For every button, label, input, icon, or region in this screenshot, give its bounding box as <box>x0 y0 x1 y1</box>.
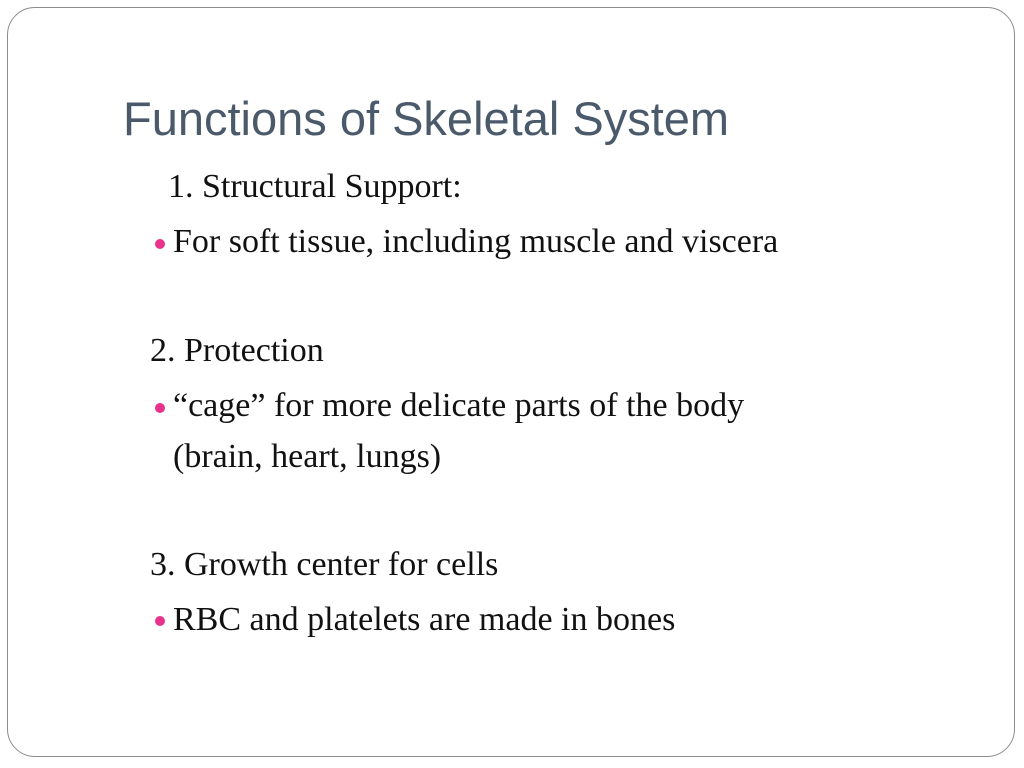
slide: Functions of Skeletal System <box>7 7 1015 757</box>
bullet-dot-icon <box>155 616 165 626</box>
slide-title: Functions of Skeletal System <box>123 92 730 145</box>
section-heading-protection: 2. Protection <box>150 332 324 369</box>
bullet-dot-icon <box>155 403 165 413</box>
bullet-cage-continuation: (brain, heart, lungs) <box>173 438 442 475</box>
bullet-rbc-platelets: RBC and platelets are made in bones <box>173 601 676 638</box>
section-heading-structural-support: 1. Structural Support: <box>168 168 462 205</box>
section-heading-growth-center: 3. Growth center for cells <box>150 546 499 583</box>
bullet-dot-icon <box>155 239 165 249</box>
bullet-cage: “cage” for more delicate parts of the bo… <box>173 387 745 424</box>
bullet-soft-tissue: For soft tissue, including muscle and vi… <box>173 223 779 260</box>
